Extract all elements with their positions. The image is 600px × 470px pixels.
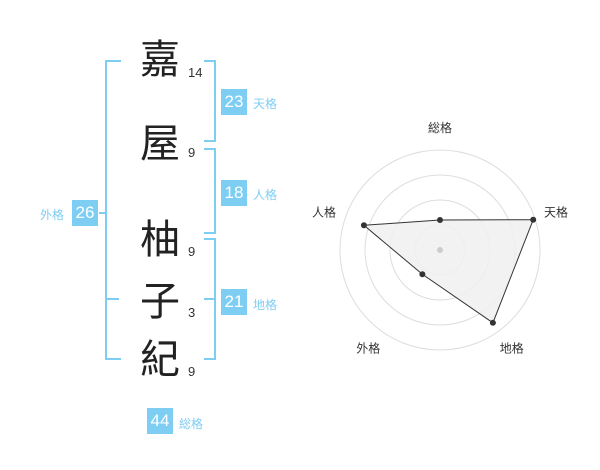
tenkaku-label: 天格	[253, 97, 278, 111]
gaikaku-bracket	[105, 60, 121, 360]
gaikaku-label: 外格	[40, 208, 65, 222]
radar-data-points	[360, 216, 537, 326]
radar-axis-label-2: 天格	[544, 204, 568, 219]
soukaku-label: 総格	[179, 417, 204, 431]
radar-point-3	[489, 319, 496, 326]
jinkaku-bracket	[204, 148, 216, 234]
gaikaku-connector	[99, 212, 107, 214]
name-char-4: 子	[140, 279, 180, 325]
radar-center-dot	[437, 247, 443, 253]
stroke-count-4: 3	[188, 305, 196, 320]
radar-point-2	[530, 216, 537, 223]
radar-axis-label-5: 人格	[312, 204, 336, 219]
stroke-count-2: 9	[188, 145, 196, 160]
jinkaku-value-badge: 18	[221, 180, 247, 206]
name-char-5: 紀	[140, 337, 180, 383]
chikaku-value-badge: 21	[221, 289, 247, 315]
radar-axis-label-3: 地格	[500, 341, 524, 356]
chikaku-label: 地格	[253, 298, 278, 312]
gaikaku-split-line	[105, 298, 119, 300]
radar-axis-label-4: 外格	[356, 341, 380, 356]
gaikaku-value-badge: 26	[72, 200, 98, 226]
radar-data-polygon	[362, 219, 534, 324]
tenkaku-value-badge: 23	[221, 89, 247, 115]
radar-ring	[339, 149, 541, 351]
name-char-1: 嘉	[140, 37, 180, 83]
stroke-count-3: 9	[188, 244, 196, 259]
radar-point-5	[360, 222, 367, 229]
chikaku-split-line	[204, 298, 216, 300]
stroke-count-5: 9	[188, 364, 196, 379]
radar-point-1	[437, 217, 443, 223]
radar-axis-label-1: 総格	[428, 120, 452, 135]
stroke-count-1: 14	[188, 65, 203, 80]
tenkaku-bracket	[204, 60, 216, 142]
jinkaku-label: 人格	[253, 188, 278, 202]
name-char-3: 柚	[140, 217, 180, 263]
radar-point-4	[419, 271, 426, 278]
soukaku-value-badge: 44	[147, 408, 173, 434]
name-char-2: 屋	[140, 121, 180, 167]
